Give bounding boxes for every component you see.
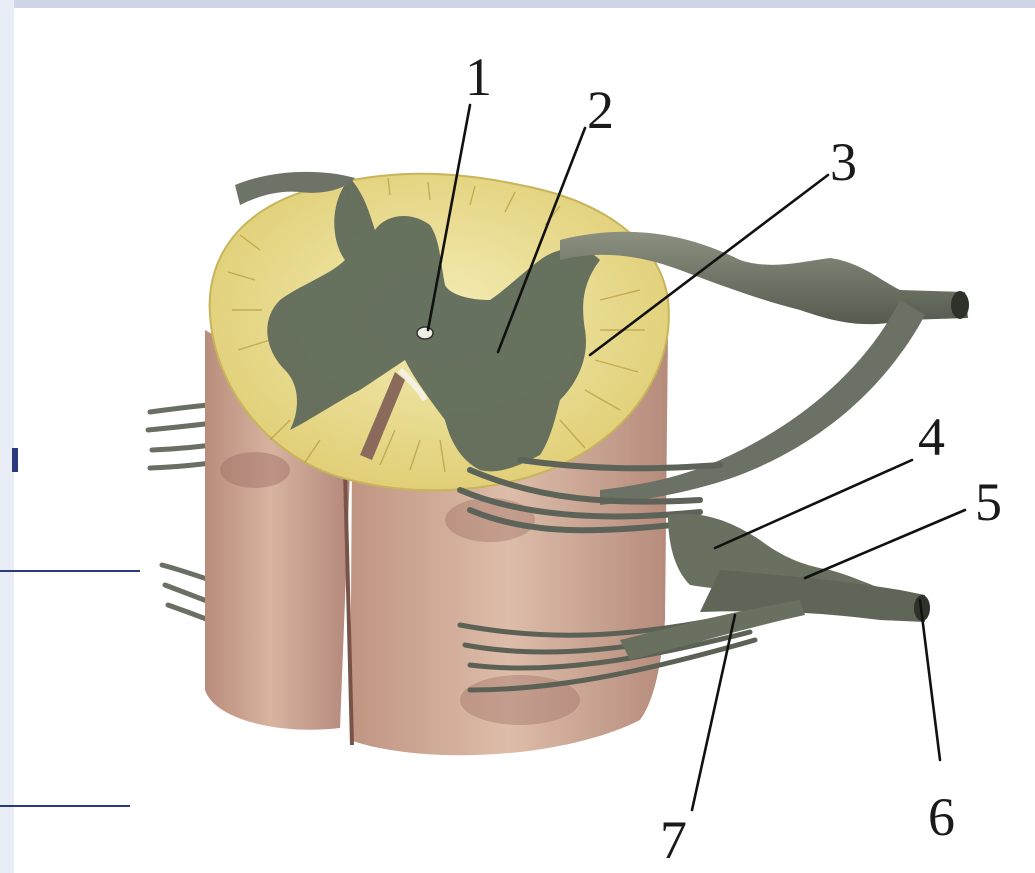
top-band xyxy=(0,0,1035,8)
leader-6 xyxy=(920,600,940,760)
leader-5 xyxy=(805,510,965,578)
label-4: 4 xyxy=(918,407,945,467)
leader-4 xyxy=(715,460,912,548)
label-6: 6 xyxy=(928,787,955,847)
left-band xyxy=(0,0,14,873)
label-1: 1 xyxy=(465,47,492,107)
nerve-cut-end-top xyxy=(951,291,969,319)
bullet-mark xyxy=(12,448,18,472)
label-2: 2 xyxy=(587,80,614,140)
label-7: 7 xyxy=(660,810,687,870)
central-canal xyxy=(417,327,433,339)
label-3: 3 xyxy=(830,132,857,192)
label-5: 5 xyxy=(975,472,1002,532)
cross-section xyxy=(210,174,669,490)
shade xyxy=(220,452,290,488)
